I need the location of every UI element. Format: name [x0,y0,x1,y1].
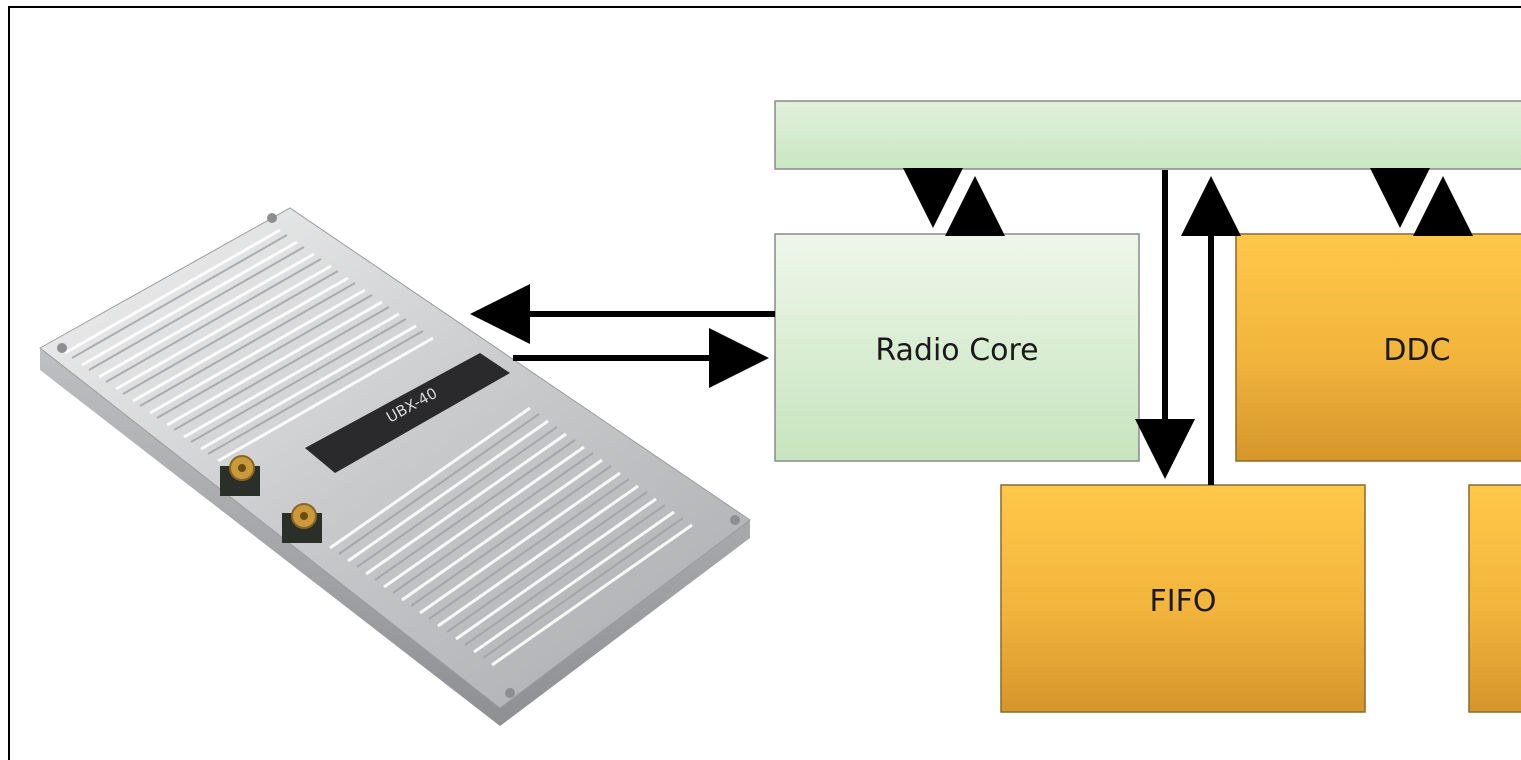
ddc-label: DDC [1383,333,1450,368]
bus-bar [774,100,1521,170]
sma-connector-icon [282,503,322,543]
ubx-40-board-photo: UBX-40 [39,207,751,726]
partial-block [1468,484,1521,713]
sma-connector-icon [220,455,260,496]
fifo-label: FIFO [1150,584,1217,619]
fifo-block: FIFO [1000,484,1366,713]
diagram-canvas: UBX-40 Radio Core DDC FIFO [39,100,1521,726]
radio-core-block: Radio Core [774,233,1140,462]
radio-core-label: Radio Core [875,333,1038,368]
ddc-block: DDC [1235,233,1521,462]
diagram-frame: UBX-40 Radio Core DDC FIFO [8,6,1521,760]
